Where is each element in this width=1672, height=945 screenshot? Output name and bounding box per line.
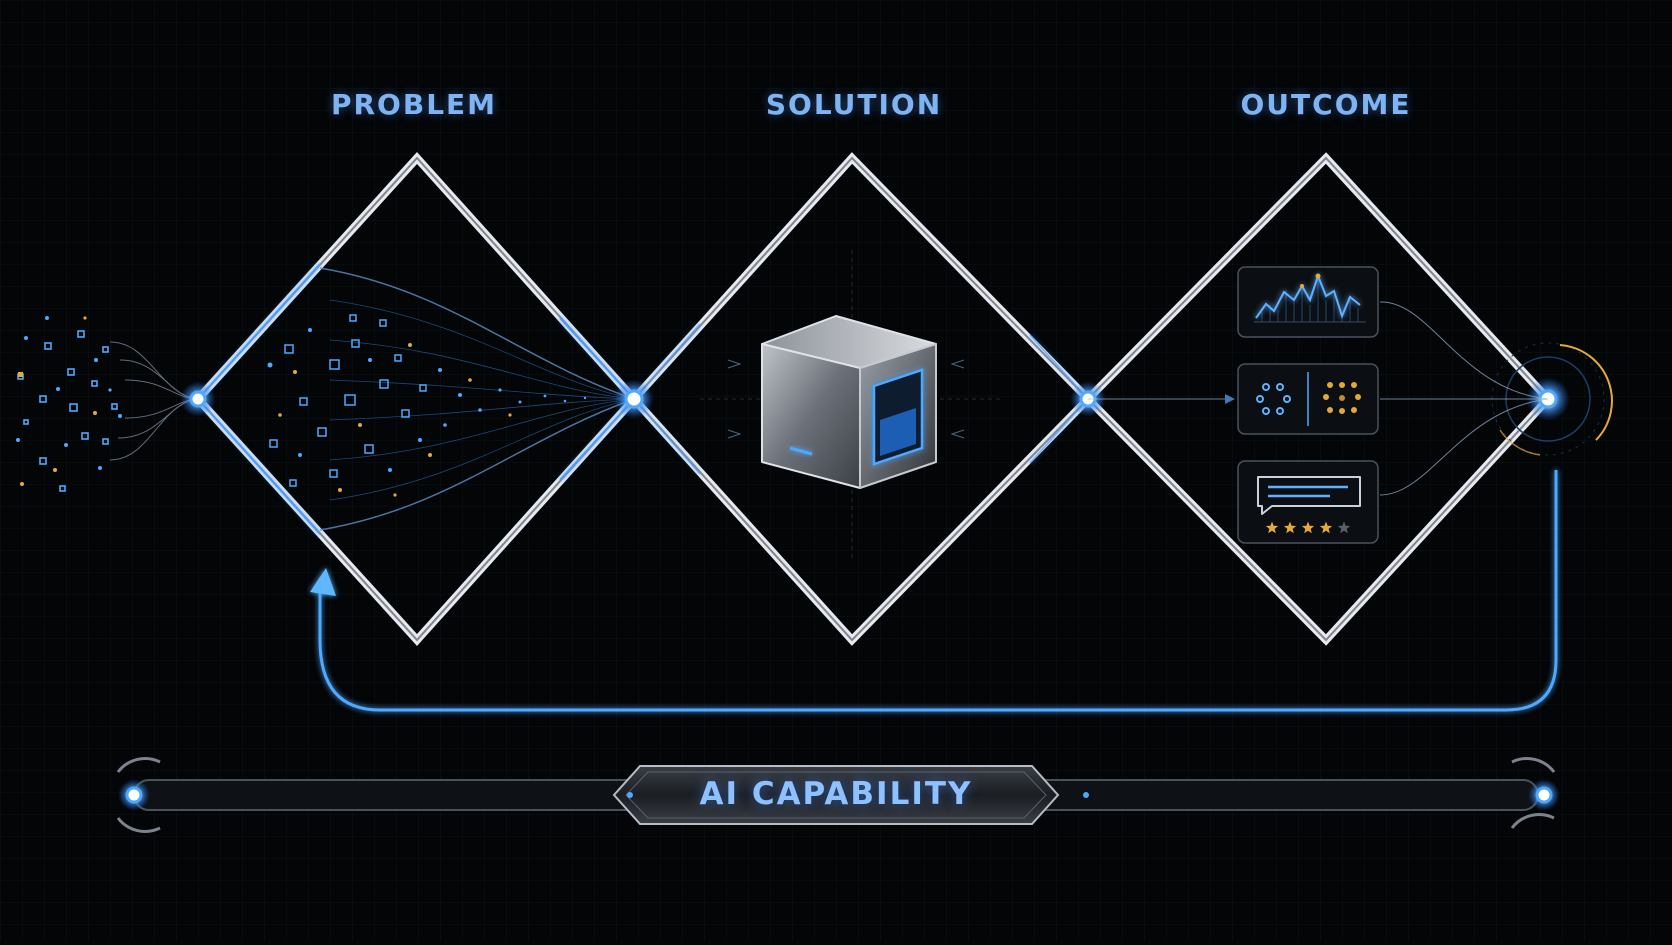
diamond-outcome — [1082, 152, 1554, 646]
node-problem-solution — [614, 379, 654, 419]
star-filled-icon — [1283, 521, 1297, 534]
problem-funnel — [267, 267, 635, 531]
star-empty-icon — [1337, 521, 1351, 534]
cluster-gold-icon — [1323, 382, 1361, 414]
star-filled-icon — [1319, 521, 1333, 534]
cluster-panel — [1237, 363, 1379, 435]
cluster-blue-icon — [1256, 383, 1291, 415]
feedback-loop-arrow — [310, 470, 1558, 712]
solution-title: SOLUTION — [765, 88, 943, 121]
node-problem-start — [180, 381, 216, 417]
outcome-connectors — [1088, 301, 1549, 496]
chat-bubble-icon — [1257, 476, 1361, 515]
problem-title: PROBLEM — [330, 88, 498, 121]
star-filled-icon — [1265, 521, 1279, 534]
trend-chart-panel — [1237, 266, 1379, 338]
ai-capability-bar — [116, 757, 1560, 833]
outcome-title: OUTCOME — [1240, 88, 1412, 121]
diamond-solution — [628, 152, 1094, 646]
star-filled-icon — [1301, 521, 1315, 534]
ai-capability-label: AI CAPABILITY — [699, 776, 973, 812]
star-rating — [1265, 521, 1351, 534]
solution-cube — [700, 250, 1004, 560]
trend-chart-icon — [1254, 273, 1366, 323]
scattered-data-points — [16, 316, 199, 492]
review-panel — [1237, 460, 1379, 544]
